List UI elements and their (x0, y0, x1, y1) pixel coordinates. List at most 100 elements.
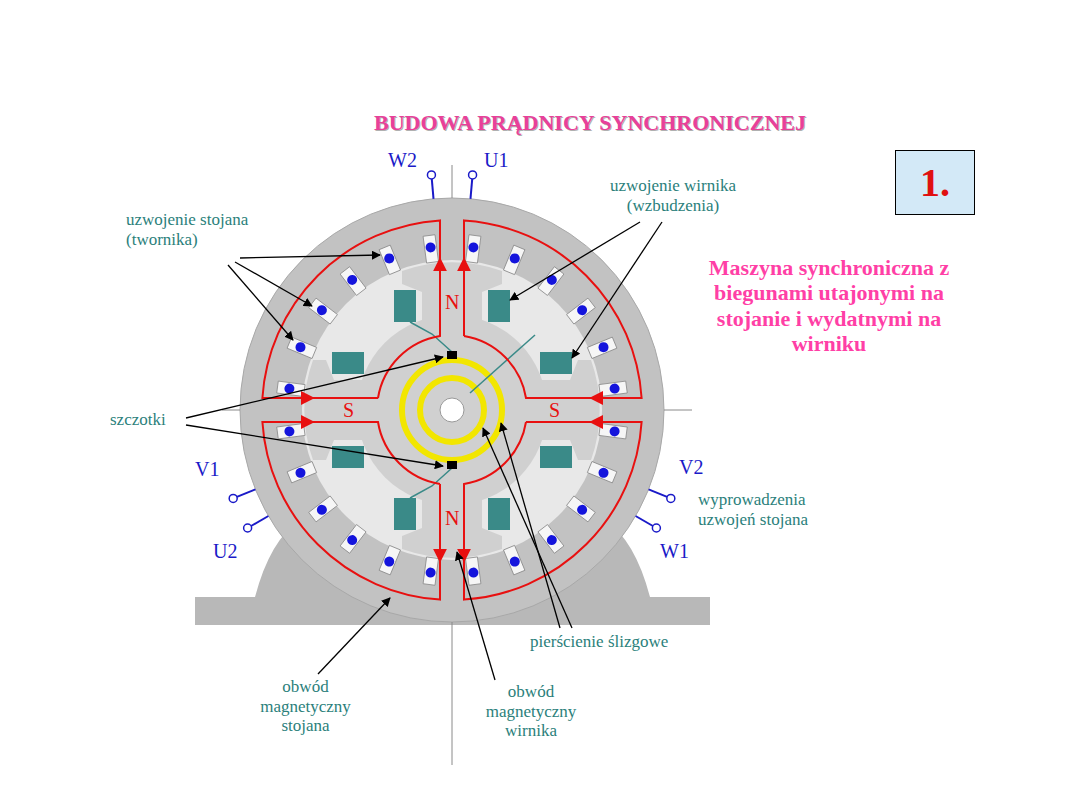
stator-slot (538, 525, 564, 554)
slot-outline (567, 496, 596, 522)
salient-pole (304, 352, 367, 468)
slot-outline (587, 461, 617, 482)
stator-conductor (545, 533, 559, 547)
slot-outline (379, 545, 400, 575)
terminal (636, 516, 661, 532)
stator-slot (587, 461, 617, 482)
stator-conductor (294, 466, 307, 479)
stator-slot (567, 298, 596, 324)
flux-line (262, 422, 440, 600)
stator-slot (503, 245, 524, 275)
field-wire (470, 335, 535, 393)
field-winding (394, 498, 416, 530)
pole-shoe (402, 495, 502, 558)
brush (447, 351, 457, 359)
stator-conductor (508, 252, 521, 265)
terminal-lead (470, 179, 472, 199)
stator-conductor (315, 303, 329, 317)
slot-outline (587, 337, 617, 358)
stator-conductor (575, 503, 589, 517)
terminal-post (427, 171, 435, 179)
slot-outline (599, 381, 627, 396)
flux-line (262, 220, 440, 398)
field-winding (488, 498, 510, 530)
slot-outline (287, 461, 317, 482)
slot-outline (503, 245, 524, 275)
stator-conductor (468, 567, 479, 578)
pole-shoe (402, 262, 502, 325)
stator-conductor (315, 503, 329, 517)
pole-letter: N (445, 507, 459, 530)
stator-slot (277, 423, 305, 438)
stator-slot (567, 496, 596, 522)
terminal (649, 489, 675, 502)
pole-letter: N (445, 291, 459, 314)
callout-box: 1. (895, 150, 975, 215)
field-winding (488, 290, 510, 322)
flux-arrow (592, 397, 604, 399)
stator-slot (309, 298, 338, 324)
slot-outline (599, 423, 627, 438)
terminal-name: W1 (660, 540, 689, 563)
stator-conductor (383, 252, 396, 265)
leader-lines (186, 222, 662, 680)
shaft (440, 398, 464, 422)
stator-slot (379, 545, 400, 575)
slot-outline (309, 496, 338, 522)
stator-conductor (425, 242, 436, 253)
stator-slot (287, 461, 317, 482)
field-winding (394, 290, 416, 322)
terminal-lead (649, 489, 668, 496)
rotor-core (357, 315, 547, 505)
terminal-name: V2 (679, 456, 703, 479)
flux-arrow (592, 421, 604, 423)
stator-slot (423, 235, 438, 263)
stator-conductor (345, 273, 359, 287)
part-label: uzwojenie stojana (twornika) (126, 210, 276, 249)
stator-conductor (597, 466, 610, 479)
slot-outline (465, 235, 480, 263)
terminal-lead (251, 516, 268, 526)
terminal (244, 516, 269, 532)
stator-conductor (609, 426, 620, 437)
salient-pole (394, 262, 510, 325)
slot-outline (379, 245, 400, 275)
stator-yoke (240, 198, 664, 622)
slot-outline (465, 557, 480, 585)
slot-outline (567, 298, 596, 324)
stator-slot (379, 245, 400, 275)
center-lines (222, 165, 692, 765)
terminal-name: U1 (484, 149, 508, 172)
terminal (469, 171, 477, 199)
stator-slot (309, 496, 338, 522)
stator-slot (503, 545, 524, 575)
part-label: szczotki (110, 410, 166, 430)
diagram-title: BUDOWA PRĄDNICY SYNCHRONICZNEJ (240, 110, 940, 136)
stator-conductor (284, 426, 295, 437)
pole-shoe (537, 360, 600, 460)
stator-conductor (345, 533, 359, 547)
field-winding (540, 352, 572, 374)
stator-conductor (508, 555, 521, 568)
pole-letter: S (549, 399, 560, 422)
stator-slot (599, 381, 627, 396)
flux-arrow (300, 397, 312, 399)
stator-conductor (575, 303, 589, 317)
slip-ring-outer (402, 360, 502, 460)
stator-bore (302, 260, 602, 560)
stator-conductor (597, 341, 610, 354)
slot-outline (340, 525, 366, 554)
slot-outline (340, 267, 366, 296)
callout-number: 1. (920, 163, 950, 203)
flux-arrow (439, 260, 441, 274)
flux-arrow (463, 260, 465, 274)
stator-slot (587, 337, 617, 358)
terminal-lead (432, 179, 434, 199)
slip-ring-inner (420, 378, 484, 442)
stator-slot (465, 557, 480, 585)
terminal-post (229, 494, 237, 502)
terminal-name: V1 (195, 458, 219, 481)
stator-slot (340, 267, 366, 296)
terminal-lead (237, 489, 256, 496)
terminal-post (244, 524, 252, 532)
